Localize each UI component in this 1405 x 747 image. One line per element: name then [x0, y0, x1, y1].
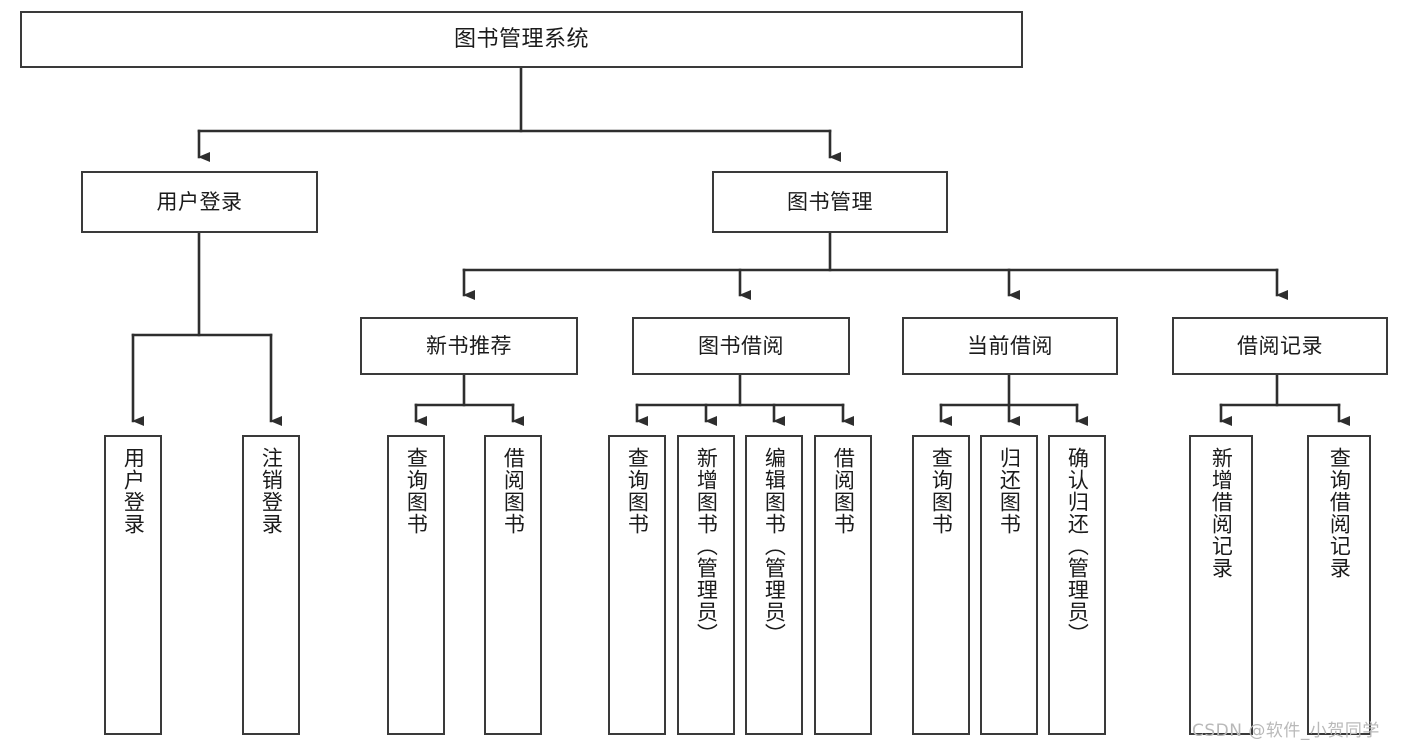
leaf-user-login[interactable]: 用户登录 [104, 435, 162, 735]
node-book-management[interactable]: 图书管理 [712, 171, 948, 233]
node-label: 新增图书（管理员） [694, 447, 719, 645]
leaf-record-add-record[interactable]: 新增借阅记录 [1189, 435, 1253, 735]
leaf-current-return-book[interactable]: 归还图书 [980, 435, 1038, 735]
leaf-recommend-borrow-book[interactable]: 借阅图书 [484, 435, 542, 735]
node-book-borrow[interactable]: 图书借阅 [632, 317, 850, 375]
node-label: 注销登录 [259, 447, 284, 535]
node-label: 查询图书 [929, 447, 954, 535]
node-label: 用户登录 [156, 189, 243, 214]
leaf-current-query-book[interactable]: 查询图书 [912, 435, 970, 735]
node-label: 当前借阅 [967, 333, 1053, 358]
node-label: 图书借阅 [698, 333, 784, 358]
leaf-current-confirm-return-admin[interactable]: 确认归还（管理员） [1048, 435, 1106, 735]
csdn-watermark: CSDN @软件_小贺同学 [1192, 721, 1380, 741]
node-label: 借阅记录 [1237, 333, 1323, 358]
leaf-user-logout[interactable]: 注销登录 [242, 435, 300, 735]
node-label: 编辑图书（管理员） [762, 447, 787, 645]
node-label: 查询图书 [404, 447, 429, 535]
leaf-recommend-query-book[interactable]: 查询图书 [387, 435, 445, 735]
node-label: 图书管理系统 [453, 26, 589, 52]
leaf-borrow-add-book-admin[interactable]: 新增图书（管理员） [677, 435, 735, 735]
node-label: 借阅图书 [501, 447, 526, 535]
node-label: 查询借阅记录 [1327, 447, 1352, 579]
node-root-system[interactable]: 图书管理系统 [20, 11, 1023, 68]
node-label: 借阅图书 [831, 447, 856, 535]
node-label: 归还图书 [997, 447, 1022, 535]
leaf-borrow-edit-book-admin[interactable]: 编辑图书（管理员） [745, 435, 803, 735]
node-borrow-record[interactable]: 借阅记录 [1172, 317, 1388, 375]
node-label: 新增借阅记录 [1209, 447, 1234, 579]
leaf-record-query-record[interactable]: 查询借阅记录 [1307, 435, 1371, 735]
node-user-login[interactable]: 用户登录 [81, 171, 318, 233]
node-current-borrow[interactable]: 当前借阅 [902, 317, 1118, 375]
node-label: 查询图书 [625, 447, 650, 535]
node-label: 用户登录 [121, 447, 146, 535]
node-new-book-recommend[interactable]: 新书推荐 [360, 317, 578, 375]
leaf-borrow-query-book[interactable]: 查询图书 [608, 435, 666, 735]
leaf-borrow-borrow-book[interactable]: 借阅图书 [814, 435, 872, 735]
node-label: 新书推荐 [426, 333, 512, 358]
node-label: 确认归还（管理员） [1065, 447, 1090, 645]
node-label: 图书管理 [787, 189, 873, 214]
